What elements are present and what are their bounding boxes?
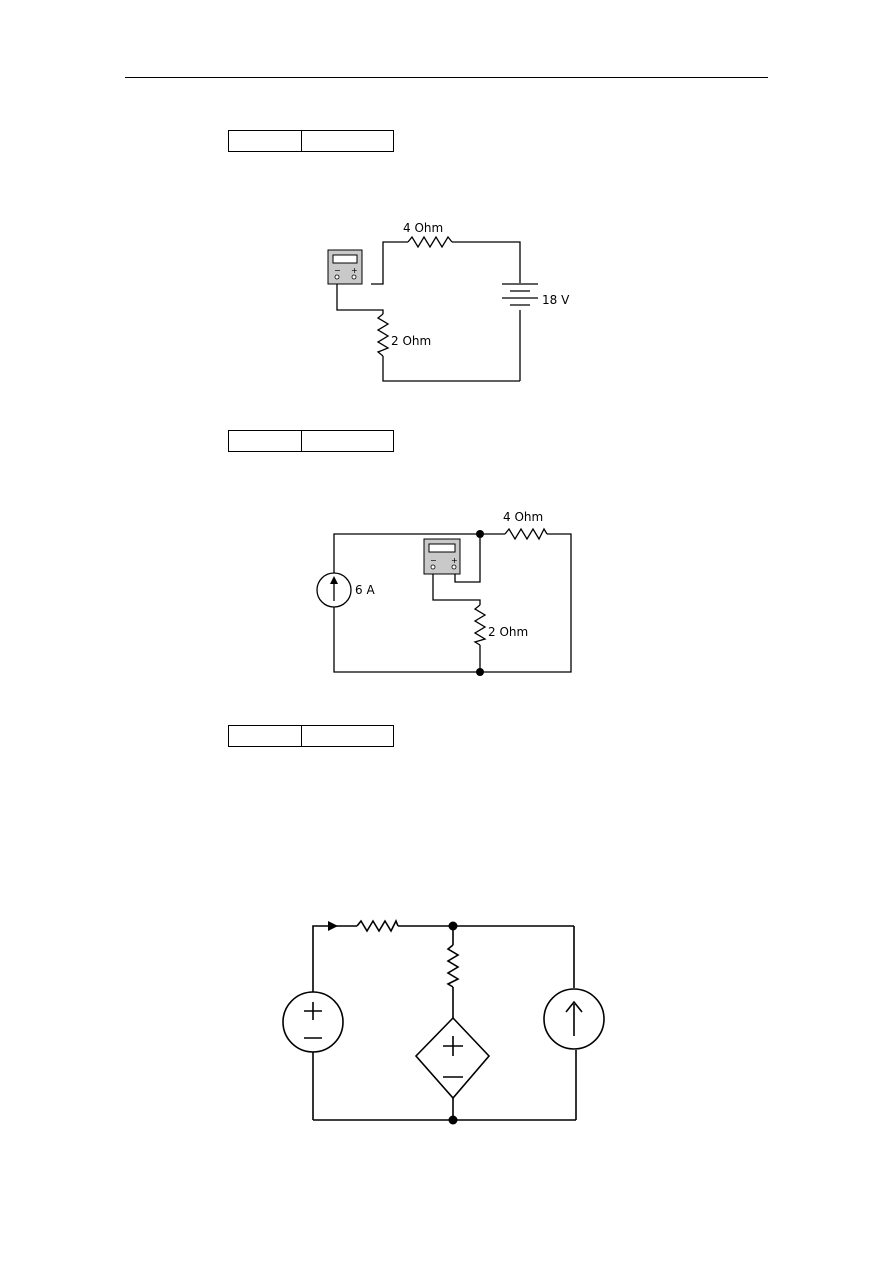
current-direction-arrow <box>328 921 338 931</box>
meter-2-plus-label: + <box>451 556 458 565</box>
resistor-series <box>356 919 399 933</box>
resistor-4-ohm-2 <box>504 527 548 541</box>
meter-2-minus-label: − <box>430 556 437 565</box>
multimeter-1: − + <box>327 249 363 285</box>
circuit-2-resistor-top-label: 4 Ohm <box>503 510 543 524</box>
resistor-shunt <box>446 944 460 988</box>
circuit-1-resistor-top-label: 4 Ohm <box>403 221 443 235</box>
answer-box-3[interactable] <box>228 725 394 747</box>
current-source-6a <box>316 572 352 608</box>
node-top-3 <box>448 921 458 931</box>
independent-voltage-source <box>282 991 344 1053</box>
current-source-3 <box>543 988 605 1050</box>
answer-box-2-left-cell[interactable] <box>229 431 302 451</box>
dependent-voltage-source <box>414 1016 491 1100</box>
meter-1-plus-label: + <box>351 266 358 275</box>
meter-1-minus-label: − <box>334 266 341 275</box>
circuit-1-wires <box>336 241 521 382</box>
node-top-2 <box>476 530 484 538</box>
multimeter-2: − + <box>423 538 461 575</box>
answer-box-1[interactable] <box>228 130 394 152</box>
battery-label: 18 V <box>542 293 570 307</box>
answer-box-1-left-cell[interactable] <box>229 131 302 151</box>
resistor-4-ohm-1 <box>407 235 453 249</box>
circuit-3-wires <box>312 925 577 1121</box>
answer-box-2[interactable] <box>228 430 394 452</box>
answer-box-3-left-cell[interactable] <box>229 726 302 746</box>
circuit-2-wires <box>333 533 572 673</box>
battery-18v <box>502 283 538 306</box>
node-bottom-2 <box>476 668 484 676</box>
circuit-1-resistor-left-label: 2 Ohm <box>391 334 431 348</box>
current-source-label: 6 A <box>355 583 375 597</box>
header-rule <box>125 77 768 78</box>
resistor-2-ohm-1 <box>376 313 390 357</box>
circuit-2-resistor-mid-label: 2 Ohm <box>488 625 528 639</box>
resistor-2-ohm-2 <box>473 604 487 646</box>
